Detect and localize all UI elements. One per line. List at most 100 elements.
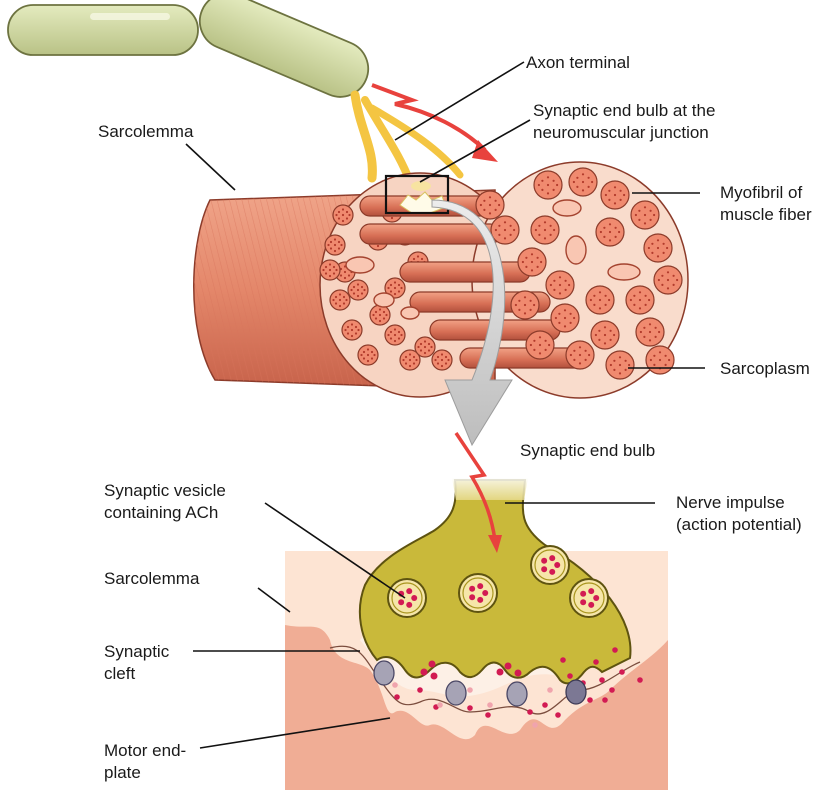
myofibril-dot [608, 190, 610, 192]
myofibril-dot [530, 344, 532, 346]
myofibril-dot [394, 287, 396, 289]
myofibril-dot [371, 357, 373, 359]
myofibril-dot [394, 334, 396, 336]
ach-molecule [593, 659, 599, 665]
myofibril-dot [531, 261, 533, 263]
myofibril-dot [413, 362, 415, 364]
myofibril-dot [661, 284, 663, 286]
ach-molecule-faint [392, 682, 398, 688]
myofibril-dot [385, 314, 387, 316]
myofibril-dot [390, 290, 392, 292]
myofibril-dot [340, 244, 342, 246]
ach-molecule [541, 566, 547, 572]
myofibril-dot [610, 339, 612, 341]
myofibril-dot [400, 287, 402, 289]
myofibril-dot [538, 225, 540, 227]
myofibril-dot [434, 359, 436, 361]
myofibril-dot [351, 329, 353, 331]
myofibril-dot [510, 234, 512, 236]
myofibril-dot [614, 202, 616, 204]
label-synaptic-vesicle-line1: Synaptic vesicle [104, 480, 226, 501]
myofibril-dot [417, 346, 419, 348]
myofibril-dot [489, 204, 491, 206]
myofibril-dot [665, 355, 667, 357]
myofibril-dot [576, 177, 578, 179]
myofibril-dot [537, 266, 539, 268]
myofibril-dot [409, 359, 411, 361]
axon [8, 0, 377, 106]
myofibril-dot [330, 247, 332, 249]
myofibril-dot [367, 354, 369, 356]
ach-molecule [406, 588, 412, 594]
myofibril-dot [623, 194, 625, 196]
myofibril-dot [585, 359, 587, 361]
myofibril-dot [531, 253, 533, 255]
label-nerve-impulse-line1: Nerve impulse [676, 492, 785, 513]
myofibril-dot [541, 180, 543, 182]
ach-molecule [429, 661, 436, 668]
myofibril-dot [322, 269, 324, 271]
myofibril-dot [648, 299, 650, 301]
myofibril-dot [559, 276, 561, 278]
leader-sarcolemma-top [186, 144, 235, 190]
myofibril-dot [504, 237, 506, 239]
myofibril-dot [564, 317, 566, 319]
label-synaptic-end-bulb: Synaptic end bulb [520, 440, 655, 461]
myofibril-dot [603, 236, 605, 238]
myofibril-dot [522, 261, 524, 263]
myofibril-dot [599, 307, 601, 309]
myofibril-dot [540, 261, 542, 263]
myofibril-dot [609, 231, 611, 233]
myofibril-dot [565, 289, 567, 291]
myofibril-dot [547, 176, 549, 178]
myofibril-dot [533, 304, 535, 306]
label-motor-end-plate-line2: plate [104, 762, 141, 783]
myofibril-dot [524, 296, 526, 298]
synaptic-vesicle [388, 579, 426, 617]
myofibril-dot [424, 346, 426, 348]
ach-molecule [549, 555, 555, 561]
myofibril-dot [649, 331, 651, 333]
ach-molecule [469, 586, 475, 592]
myofibril-dot [593, 295, 595, 297]
myofibril-dot [535, 229, 537, 231]
ach-molecule [555, 712, 561, 718]
myofibril-dot [357, 295, 359, 297]
myofibril-dot [609, 223, 611, 225]
myofibril-dot [573, 359, 575, 361]
myofibril-dot [638, 219, 640, 221]
myofibril-dot [676, 279, 678, 281]
myofibril-dot [579, 354, 581, 356]
myofibril-dot [633, 295, 635, 297]
myofibril-dot [441, 359, 443, 361]
myofibril-dot [609, 239, 611, 241]
myofibril-dot [447, 359, 449, 361]
myofibril-dot [513, 229, 515, 231]
myofibril-dot [628, 364, 630, 366]
synaptic-vesicle [531, 546, 569, 584]
myofibril-dot [367, 348, 369, 350]
myofibril-dot [344, 271, 346, 273]
label-synaptic-vesicle-line2: containing ACh [104, 502, 218, 523]
ach-molecule-faint [437, 702, 443, 708]
myofibril-dot [405, 356, 407, 358]
myofibril-dot [547, 192, 549, 194]
myofibril-dot [398, 331, 400, 333]
myofibril-dot [553, 280, 555, 282]
myofibril-dot [595, 334, 597, 336]
ach-molecule [599, 677, 605, 683]
myofibril-dot [650, 219, 652, 221]
myofibril-dot [588, 177, 590, 179]
myofibril-dot [538, 234, 540, 236]
ach-molecule [554, 562, 560, 568]
myofibril-dot [661, 275, 663, 277]
myofibril-dot [667, 287, 669, 289]
myofibril-dot [565, 280, 567, 282]
myofibril-dot [348, 274, 350, 276]
myofibril-dot [530, 300, 532, 302]
myofibril-dot [588, 354, 590, 356]
myofibril-dot [350, 289, 352, 291]
myofibril-dot [539, 344, 541, 346]
myofibril-dot [620, 190, 622, 192]
myofibril-dot [558, 313, 560, 315]
